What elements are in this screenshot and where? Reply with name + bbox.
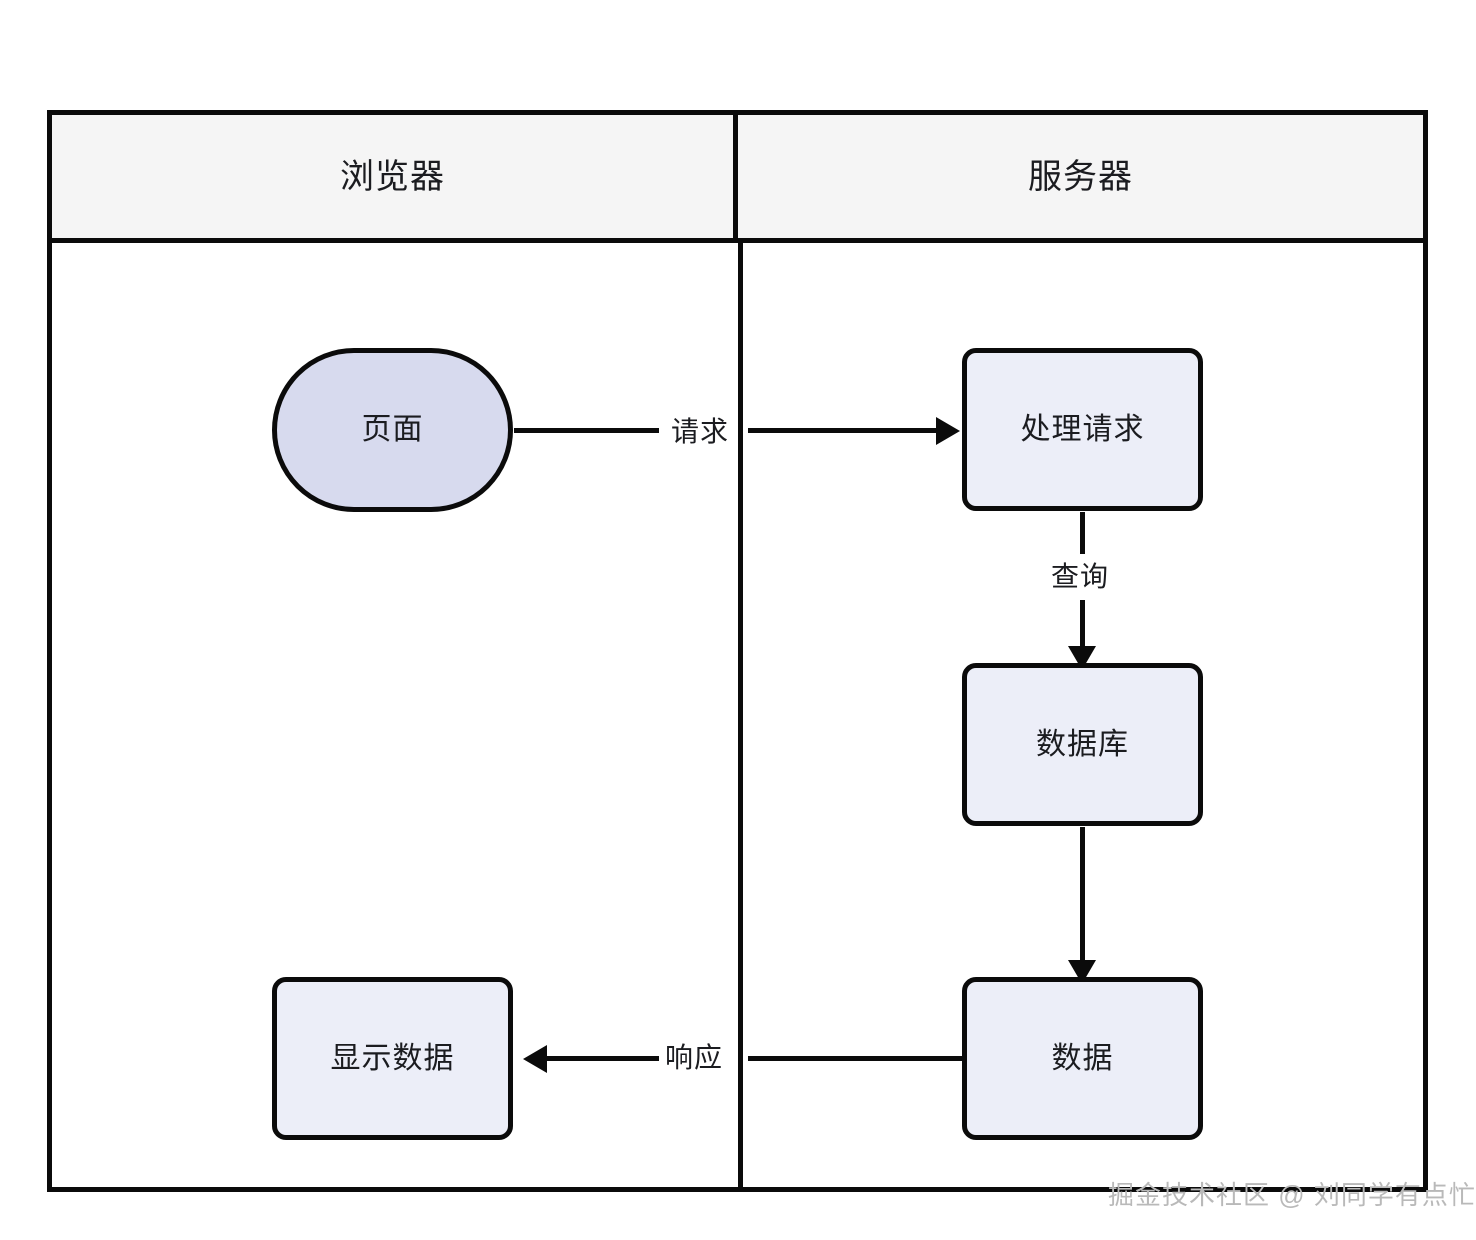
node-page-label: 页面 [361,413,424,446]
edge-response-segment-left [547,1056,659,1061]
node-data-label: 数据 [1051,1041,1114,1075]
edge-label-response: 响应 [661,1042,728,1074]
edge-label-query: 查询 [1047,561,1114,593]
edge-query-segment-bottom [1080,600,1085,650]
node-handle-request[interactable]: 处理请求 [962,348,1203,511]
node-display-data-label: 显示数据 [330,1041,455,1075]
edge-query-segment-top [1080,512,1085,554]
arrow-left-icon-response [523,1045,547,1073]
arrow-right-icon-request [936,417,960,445]
lane-header-server-label: 服务器 [1028,157,1133,196]
node-data[interactable]: 数据 [962,977,1203,1140]
swimlane-frame: 浏览器 服务器 [47,110,1428,1192]
lane-header-server: 服务器 [738,115,1423,238]
edge-label-request: 请求 [667,416,734,448]
lane-header-browser-label: 浏览器 [340,157,445,196]
node-database-label: 数据库 [1036,727,1129,761]
node-handle-request-label: 处理请求 [1020,412,1145,446]
node-database[interactable]: 数据库 [962,663,1203,826]
node-page[interactable]: 页面 [272,348,513,512]
watermark-text: 掘金技术社区 @ 刘同学有点忙 [1108,1180,1476,1210]
edge-response-segment-right [748,1056,964,1061]
node-display-data[interactable]: 显示数据 [272,977,513,1140]
edge-db-to-data-line [1080,827,1085,963]
lane-header-browser: 浏览器 [52,115,738,238]
edge-request-segment-left [514,428,659,433]
lane-divider [738,243,743,1192]
edge-request-segment-right [748,428,938,433]
lane-header-row: 浏览器 服务器 [52,115,1423,243]
